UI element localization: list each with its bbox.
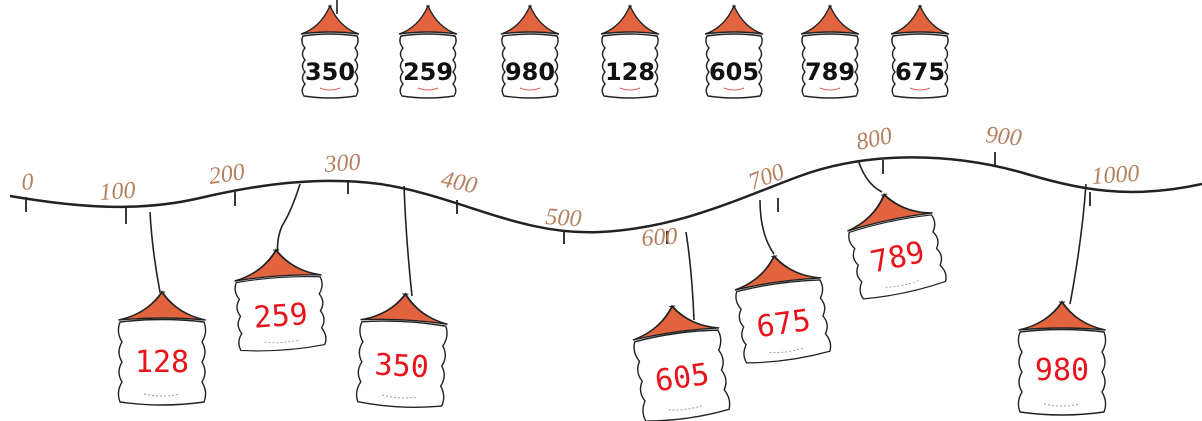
scale-label: 600 xyxy=(641,224,679,252)
lantern-value: 675 xyxy=(754,303,813,345)
tick-marks xyxy=(25,152,1091,244)
lantern-value: 128 xyxy=(605,58,655,86)
hanging-lantern: 350 xyxy=(355,290,450,410)
scale-label: 200 xyxy=(207,159,246,190)
lantern-value: 350 xyxy=(374,348,430,386)
hanging-lantern: 605 xyxy=(627,299,732,421)
scale-label: 900 xyxy=(984,122,1023,152)
top-lantern: 605 xyxy=(704,5,764,99)
top-lantern: 259 xyxy=(398,5,458,99)
top-lantern: 789 xyxy=(800,5,860,99)
lantern-value: 128 xyxy=(135,345,189,380)
top-lantern-row: 350 259 980 128 605 789 xyxy=(300,5,950,99)
lantern-value: 789 xyxy=(805,58,855,86)
lantern-value: 259 xyxy=(252,297,308,336)
lantern-strings xyxy=(149,159,1087,321)
scale-label: 1000 xyxy=(1091,161,1141,190)
lantern-value: 350 xyxy=(305,58,355,86)
hanging-lantern: 259 xyxy=(231,245,328,354)
scale-label: 0 xyxy=(21,169,35,196)
lantern-value: 259 xyxy=(403,58,453,86)
scale-label: 500 xyxy=(545,204,583,232)
lantern-value: 980 xyxy=(1035,353,1089,388)
lantern-value: 605 xyxy=(653,357,712,399)
scale-label: 800 xyxy=(854,123,895,156)
lantern-value: 605 xyxy=(709,58,759,86)
scale-label: 300 xyxy=(323,150,362,179)
top-lantern: 350 xyxy=(300,5,360,99)
hanging-lanterns: 128 259 350 605 675 789 980 xyxy=(117,184,1107,421)
lantern-value: 675 xyxy=(895,58,945,86)
top-lantern: 980 xyxy=(500,5,560,99)
hanging-lantern: 128 xyxy=(117,290,207,406)
hanging-lantern: 675 xyxy=(729,249,833,367)
scale-label: 400 xyxy=(439,166,480,199)
number-line-rope xyxy=(9,156,1202,234)
hanging-lantern: 789 xyxy=(840,184,949,303)
top-lantern: 128 xyxy=(600,5,660,99)
top-lantern: 675 xyxy=(890,5,950,99)
lantern-value: 980 xyxy=(505,58,555,86)
scale-label: 100 xyxy=(99,178,137,206)
hanging-lantern: 980 xyxy=(1017,300,1107,416)
scale-labels: 0 100 200 300 400 500 600 700 800 900 10… xyxy=(21,122,1141,252)
scale-label: 700 xyxy=(745,159,788,196)
